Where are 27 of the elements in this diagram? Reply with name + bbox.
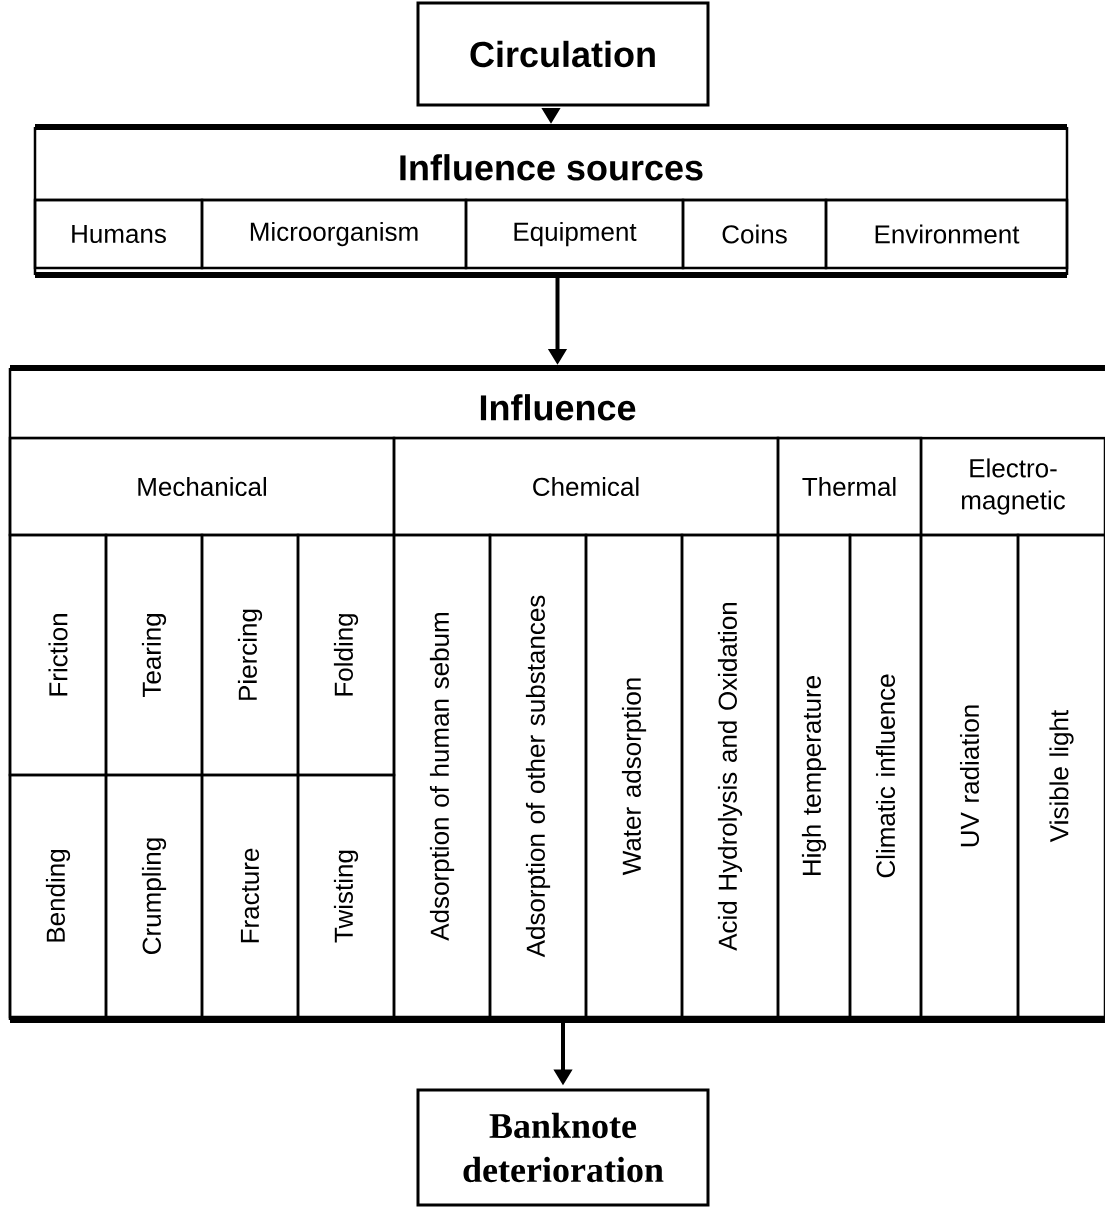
category-cell: Water adsorption bbox=[584, 533, 684, 1019]
category-cell: Tearing bbox=[104, 533, 204, 777]
category-cell: Crumpling bbox=[104, 773, 204, 1019]
category-cell: Bending bbox=[8, 773, 108, 1019]
category-cell: Piercing bbox=[200, 533, 300, 777]
category-cell: Mechanical bbox=[8, 436, 396, 537]
category-cell: Fracture bbox=[200, 773, 300, 1019]
category-cell: Chemical bbox=[392, 436, 780, 537]
category-cell: Acid Hydrolysis and Oxidation bbox=[680, 533, 780, 1019]
category-cell: UV radiation bbox=[919, 533, 1020, 1019]
category-cell: Folding bbox=[296, 533, 396, 777]
category-cell: Coins bbox=[681, 198, 828, 270]
category-cell: Adsorption of other substances bbox=[488, 533, 588, 1019]
process-box: Circulation bbox=[416, 1, 710, 107]
category-cell: High temperature bbox=[776, 533, 852, 1019]
process-box: Banknote deterioration bbox=[416, 1088, 710, 1207]
category-cell: Equipment bbox=[464, 198, 685, 270]
category-cell: Microorganism bbox=[200, 198, 468, 270]
category-cell: Visible light bbox=[1016, 533, 1105, 1019]
category-cell: Environment bbox=[824, 198, 1069, 270]
category-cell: Thermal bbox=[776, 436, 923, 537]
category-cell: Friction bbox=[8, 533, 108, 777]
category-cell: Humans bbox=[33, 198, 204, 270]
category-cell: Twisting bbox=[296, 773, 396, 1019]
category-cell: Climatic influence bbox=[848, 533, 923, 1019]
category-cell: Adsorption of human sebum bbox=[392, 533, 492, 1019]
category-cell: Electro-magnetic bbox=[919, 436, 1105, 537]
